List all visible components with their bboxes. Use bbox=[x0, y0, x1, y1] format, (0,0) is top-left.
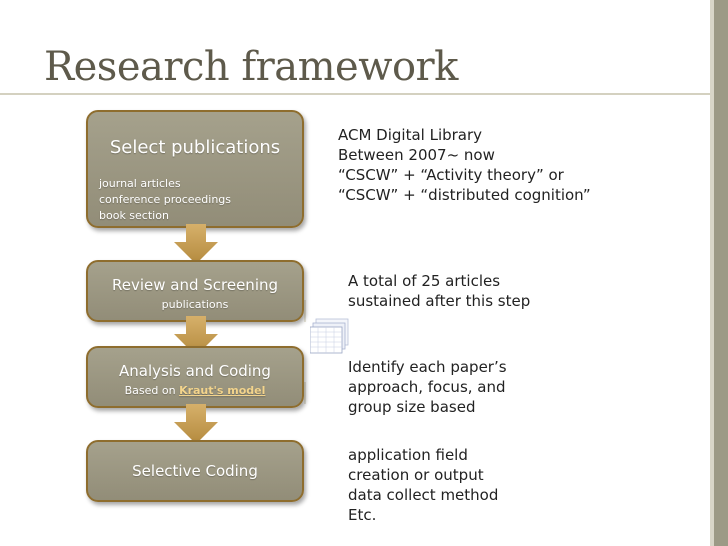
down-arrow-icon bbox=[174, 316, 218, 356]
list-item: book section bbox=[99, 209, 169, 222]
publication-types-list: journal articles conference proceedings … bbox=[99, 176, 231, 224]
step-analysis-coding: Analysis and Coding Based on Kraut's mod… bbox=[86, 346, 304, 408]
kraut-model-link[interactable]: Kraut's model bbox=[179, 384, 266, 397]
box-separator bbox=[304, 300, 306, 322]
note-line: ACM Digital Library bbox=[338, 126, 483, 144]
note-line: “CSCW” + “distributed cognition” bbox=[338, 186, 591, 204]
note-coding-fields: application field creation or output dat… bbox=[348, 445, 498, 525]
note-line: creation or output bbox=[348, 466, 484, 484]
down-arrow-icon bbox=[174, 224, 218, 264]
right-accent-stripe bbox=[710, 0, 714, 546]
note-line: approach, focus, and bbox=[348, 378, 506, 396]
list-item: journal articles bbox=[99, 177, 181, 190]
step-title: Analysis and Coding bbox=[119, 362, 271, 380]
step-select-publications: Select publications journal articles con… bbox=[86, 110, 304, 228]
step-title: Review and Screening bbox=[111, 276, 279, 294]
note-search-criteria: ACM Digital Library Between 2007~ now “C… bbox=[338, 125, 591, 205]
note-line: A total of 25 articles bbox=[348, 272, 501, 290]
note-line: application field bbox=[348, 446, 468, 464]
note-line: group size based bbox=[348, 398, 476, 416]
step-subtitle: publications bbox=[161, 298, 229, 311]
box-separator bbox=[304, 382, 306, 404]
note-line: Between 2007~ now bbox=[338, 146, 495, 164]
note-line: “CSCW” + “Activity theory” or bbox=[338, 166, 564, 184]
note-line: Etc. bbox=[348, 506, 377, 524]
step-title: Selective Coding bbox=[132, 462, 258, 480]
step-selective-coding: Selective Coding bbox=[86, 440, 304, 502]
list-item: conference proceedings bbox=[99, 193, 232, 206]
down-arrow-icon bbox=[174, 404, 218, 444]
step-subtitle: Based on Kraut's model bbox=[88, 384, 302, 397]
note-analysis: Identify each paper’s approach, focus, a… bbox=[348, 357, 507, 417]
step-title: Select publications bbox=[109, 137, 281, 158]
note-line: data collect method bbox=[348, 486, 499, 504]
step-review-screening: Review and Screening publications bbox=[86, 260, 304, 322]
spreadsheet-thumbnail-icon bbox=[310, 318, 349, 354]
note-screening-result: A total of 25 articles sustained after t… bbox=[348, 271, 530, 311]
note-line: sustained after this step bbox=[348, 292, 531, 310]
note-line: Identify each paper’s bbox=[348, 358, 507, 376]
slide-title: Research framework bbox=[44, 44, 458, 90]
right-accent-bar bbox=[714, 0, 728, 546]
subtitle-prefix: Based on bbox=[124, 384, 180, 397]
title-divider bbox=[0, 93, 710, 95]
